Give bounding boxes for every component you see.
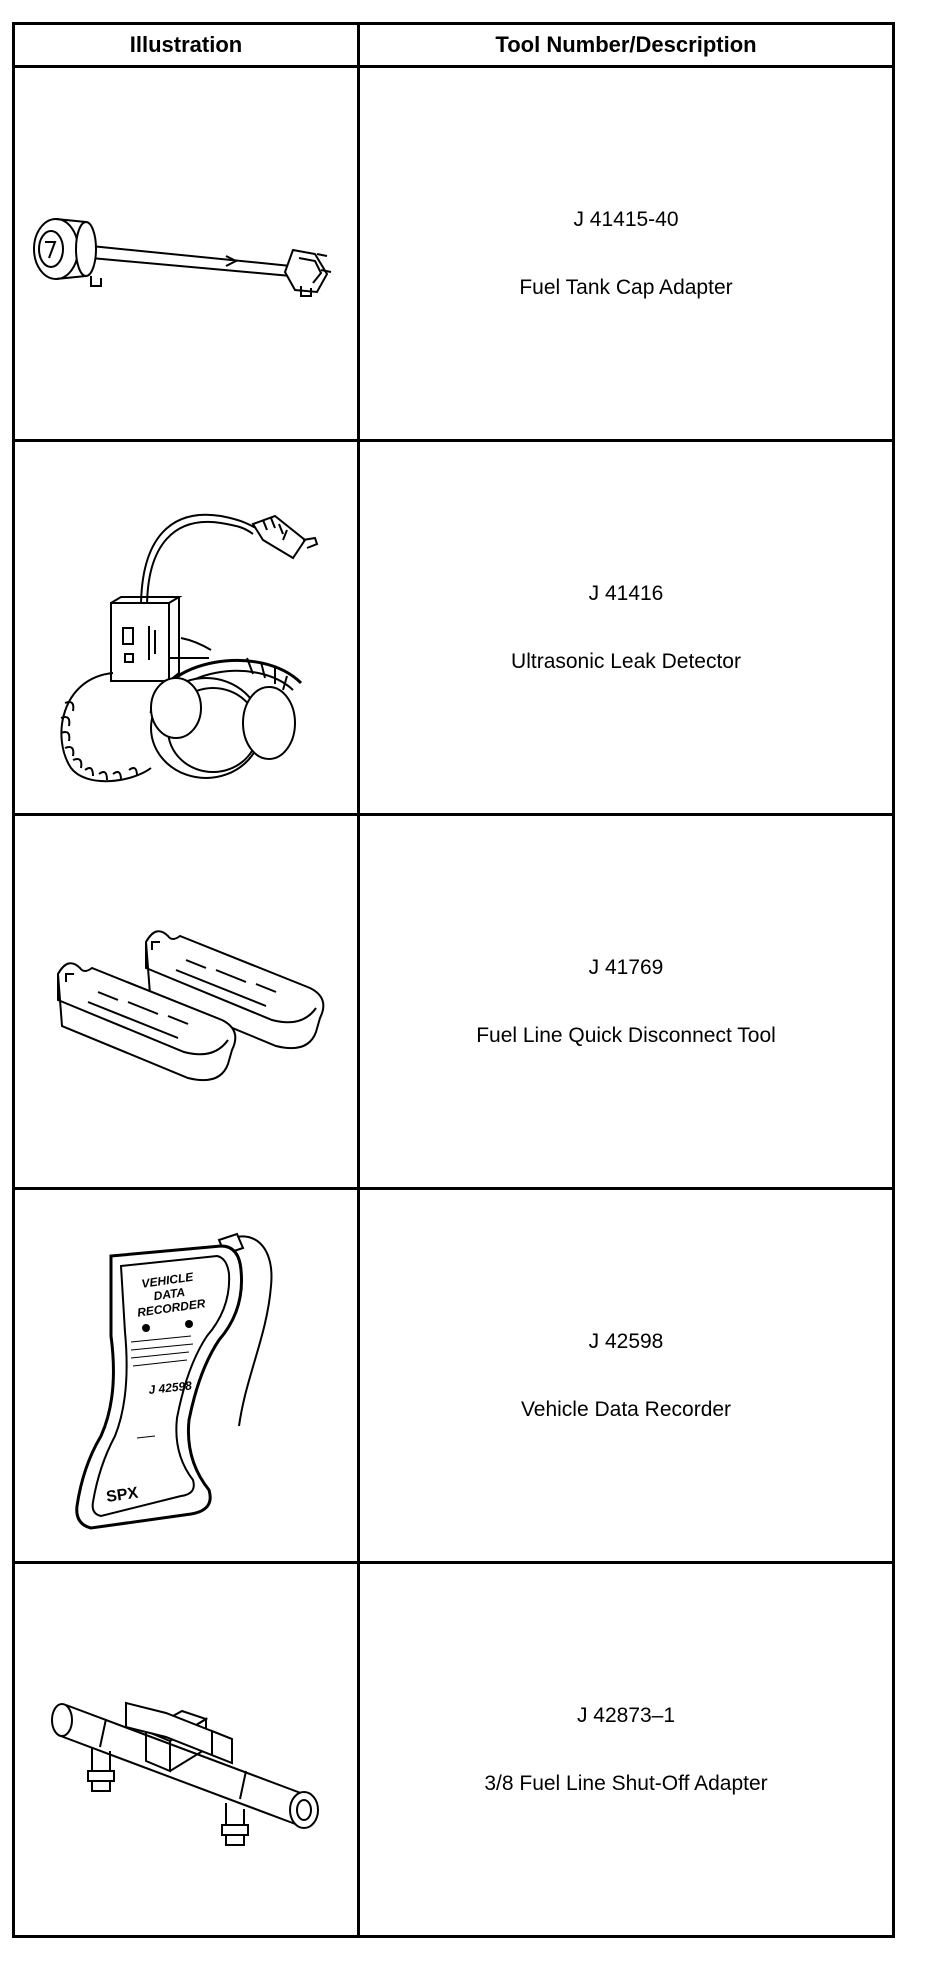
illustration-cell [12, 813, 360, 1190]
illustration-cell [12, 65, 360, 442]
shut-off-adapter-icon [36, 1635, 336, 1865]
device-title-line-2: DATA [153, 1284, 186, 1302]
header-row: Illustration Tool Number/Description [12, 22, 895, 68]
tool-cell: J 41415-40 Fuel Tank Cap Adapter [357, 65, 895, 442]
tool-description: 3/8 Fuel Line Shut-Off Adapter [484, 1771, 768, 1795]
fuel-tank-cap-adapter-icon [21, 154, 351, 354]
illustration-cell [12, 439, 360, 816]
tool-cell: J 42598 Vehicle Data Recorder [357, 1187, 895, 1564]
device-brand-logo: SPX [105, 1484, 139, 1505]
quick-disconnect-tool-icon [36, 912, 336, 1092]
table-row: J 41415-40 Fuel Tank Cap Adapter [12, 65, 895, 442]
tool-number: J 41415-40 [573, 207, 679, 231]
table-row: J 42873–1 3/8 Fuel Line Shut-Off Adapter [12, 1561, 895, 1938]
tool-cell: J 42873–1 3/8 Fuel Line Shut-Off Adapter [357, 1561, 895, 1938]
tool-description: Vehicle Data Recorder [520, 1397, 732, 1421]
tool-number: J 41769 [588, 955, 664, 979]
tool-description: Fuel Line Quick Disconnect Tool [476, 1023, 776, 1047]
special-tools-table: Illustration Tool Number/Description [12, 22, 895, 1938]
device-model-label: J 42598 [148, 1378, 193, 1396]
vehicle-data-recorder-icon: VEHICLE DATA RECORDER J 42598 SPX [71, 1216, 301, 1536]
table-row: J 41416 Ultrasonic Leak Detector [12, 439, 895, 816]
tool-description: Fuel Tank Cap Adapter [519, 275, 733, 299]
tool-number: J 41416 [588, 581, 664, 605]
tool-number: J 42873–1 [576, 1703, 676, 1727]
illustration-cell [12, 1561, 360, 1938]
tool-number: J 42598 [588, 1329, 664, 1353]
table-row: VEHICLE DATA RECORDER J 42598 SPX J 4259… [12, 1187, 895, 1564]
illustration-header: Illustration [12, 22, 360, 68]
tool-cell: J 41769 Fuel Line Quick Disconnect Tool [357, 813, 895, 1190]
tool-header: Tool Number/Description [357, 22, 895, 68]
table-row: J 41769 Fuel Line Quick Disconnect Tool [12, 813, 895, 1190]
tool-cell: J 41416 Ultrasonic Leak Detector [357, 439, 895, 816]
ultrasonic-leak-detector-icon [41, 468, 331, 788]
tool-description: Ultrasonic Leak Detector [511, 649, 741, 673]
illustration-cell: VEHICLE DATA RECORDER J 42598 SPX [12, 1187, 360, 1564]
